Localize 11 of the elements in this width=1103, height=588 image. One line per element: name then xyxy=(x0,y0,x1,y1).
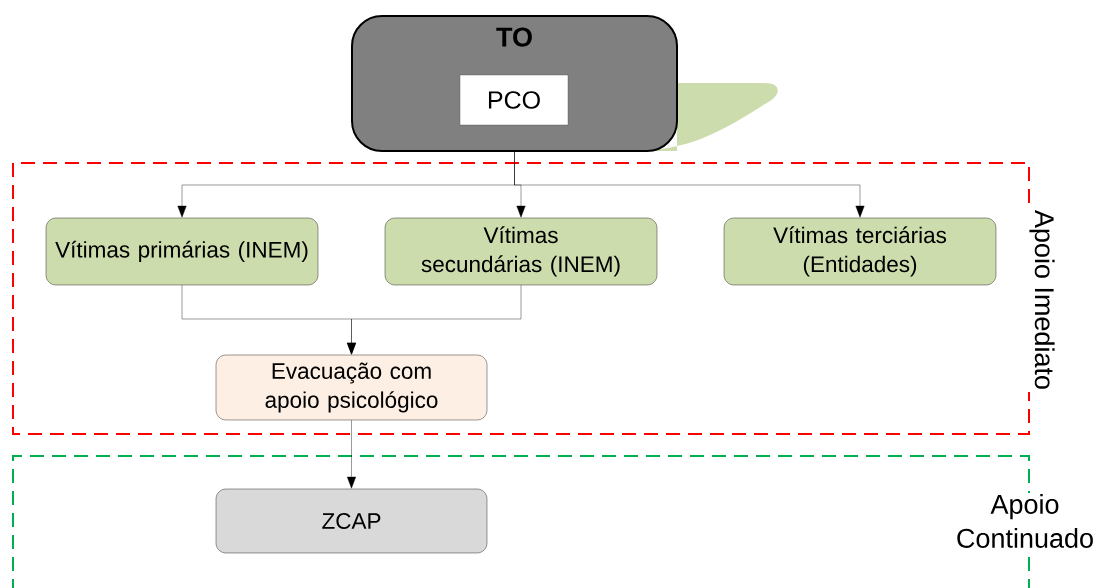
node-label: Apoio Continuado xyxy=(957,494,1093,548)
label-box: PCO xyxy=(459,74,569,126)
arrow xyxy=(347,420,356,489)
arrow xyxy=(347,285,522,355)
process-box: Vítimas secundárias (INEM) xyxy=(384,217,658,286)
process-box: Vítimas terciárias (Entidades) xyxy=(723,217,997,286)
process-box: ZCAP xyxy=(215,488,488,554)
arrow xyxy=(514,151,865,218)
process-box: Vítimas primárias (INEM) xyxy=(45,217,319,286)
process-box: Evacuação com apoio psicológico xyxy=(215,354,488,421)
node-label: Apoio Imediato xyxy=(1029,209,1055,389)
